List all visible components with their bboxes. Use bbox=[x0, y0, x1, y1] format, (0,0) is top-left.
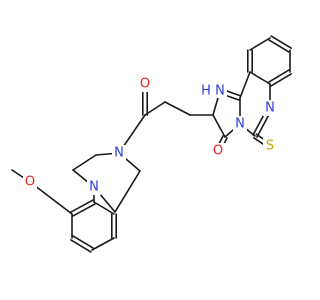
atom-label-s: S bbox=[266, 139, 274, 154]
single-bond bbox=[212, 114, 226, 138]
atom-label-o: O bbox=[25, 175, 35, 190]
single-bond bbox=[93, 201, 115, 215]
atom-piperazine-n-bottom: N bbox=[87, 179, 101, 195]
single-bond bbox=[114, 170, 141, 213]
atom-lactam-o: O bbox=[211, 143, 225, 159]
single-bond bbox=[164, 101, 191, 116]
atom-ring-fusion-n: N bbox=[233, 116, 247, 132]
bond-layer bbox=[11, 35, 292, 253]
atom-label-n: N bbox=[215, 84, 225, 99]
atom-thione-s: S bbox=[263, 138, 277, 154]
single-bond bbox=[239, 71, 251, 99]
double-bond bbox=[247, 49, 253, 73]
atom-layer: O O N N N H N N O bbox=[23, 76, 277, 195]
atom-methoxy-o: O bbox=[23, 174, 37, 190]
atom-label-o: O bbox=[140, 77, 150, 92]
atom-piperazine-n-top: N bbox=[112, 145, 126, 161]
single-bond bbox=[249, 71, 271, 85]
molecule-diagram: O O N N N H N N O bbox=[11, 35, 292, 253]
double-bond bbox=[70, 235, 94, 253]
double-bond bbox=[268, 35, 292, 53]
single-bond bbox=[144, 101, 166, 116]
atom-label-n: N bbox=[114, 146, 124, 161]
double-bond bbox=[111, 213, 117, 239]
double-bond bbox=[268, 69, 292, 87]
atom-label-n: N bbox=[89, 180, 99, 195]
atom-label-n: N bbox=[235, 117, 245, 132]
atom-label-h: H bbox=[201, 84, 211, 99]
single-bond bbox=[249, 37, 271, 51]
single-bond bbox=[91, 237, 115, 251]
atom-quinazoline-n: N bbox=[263, 100, 277, 116]
single-bond bbox=[72, 154, 97, 171]
atom-imidazole-nh: N H bbox=[199, 84, 227, 99]
atom-label-n: N bbox=[265, 101, 275, 116]
atom-label-o: O bbox=[213, 144, 223, 159]
double-bond bbox=[70, 199, 96, 217]
atom-carbonyl-o: O bbox=[138, 76, 152, 92]
